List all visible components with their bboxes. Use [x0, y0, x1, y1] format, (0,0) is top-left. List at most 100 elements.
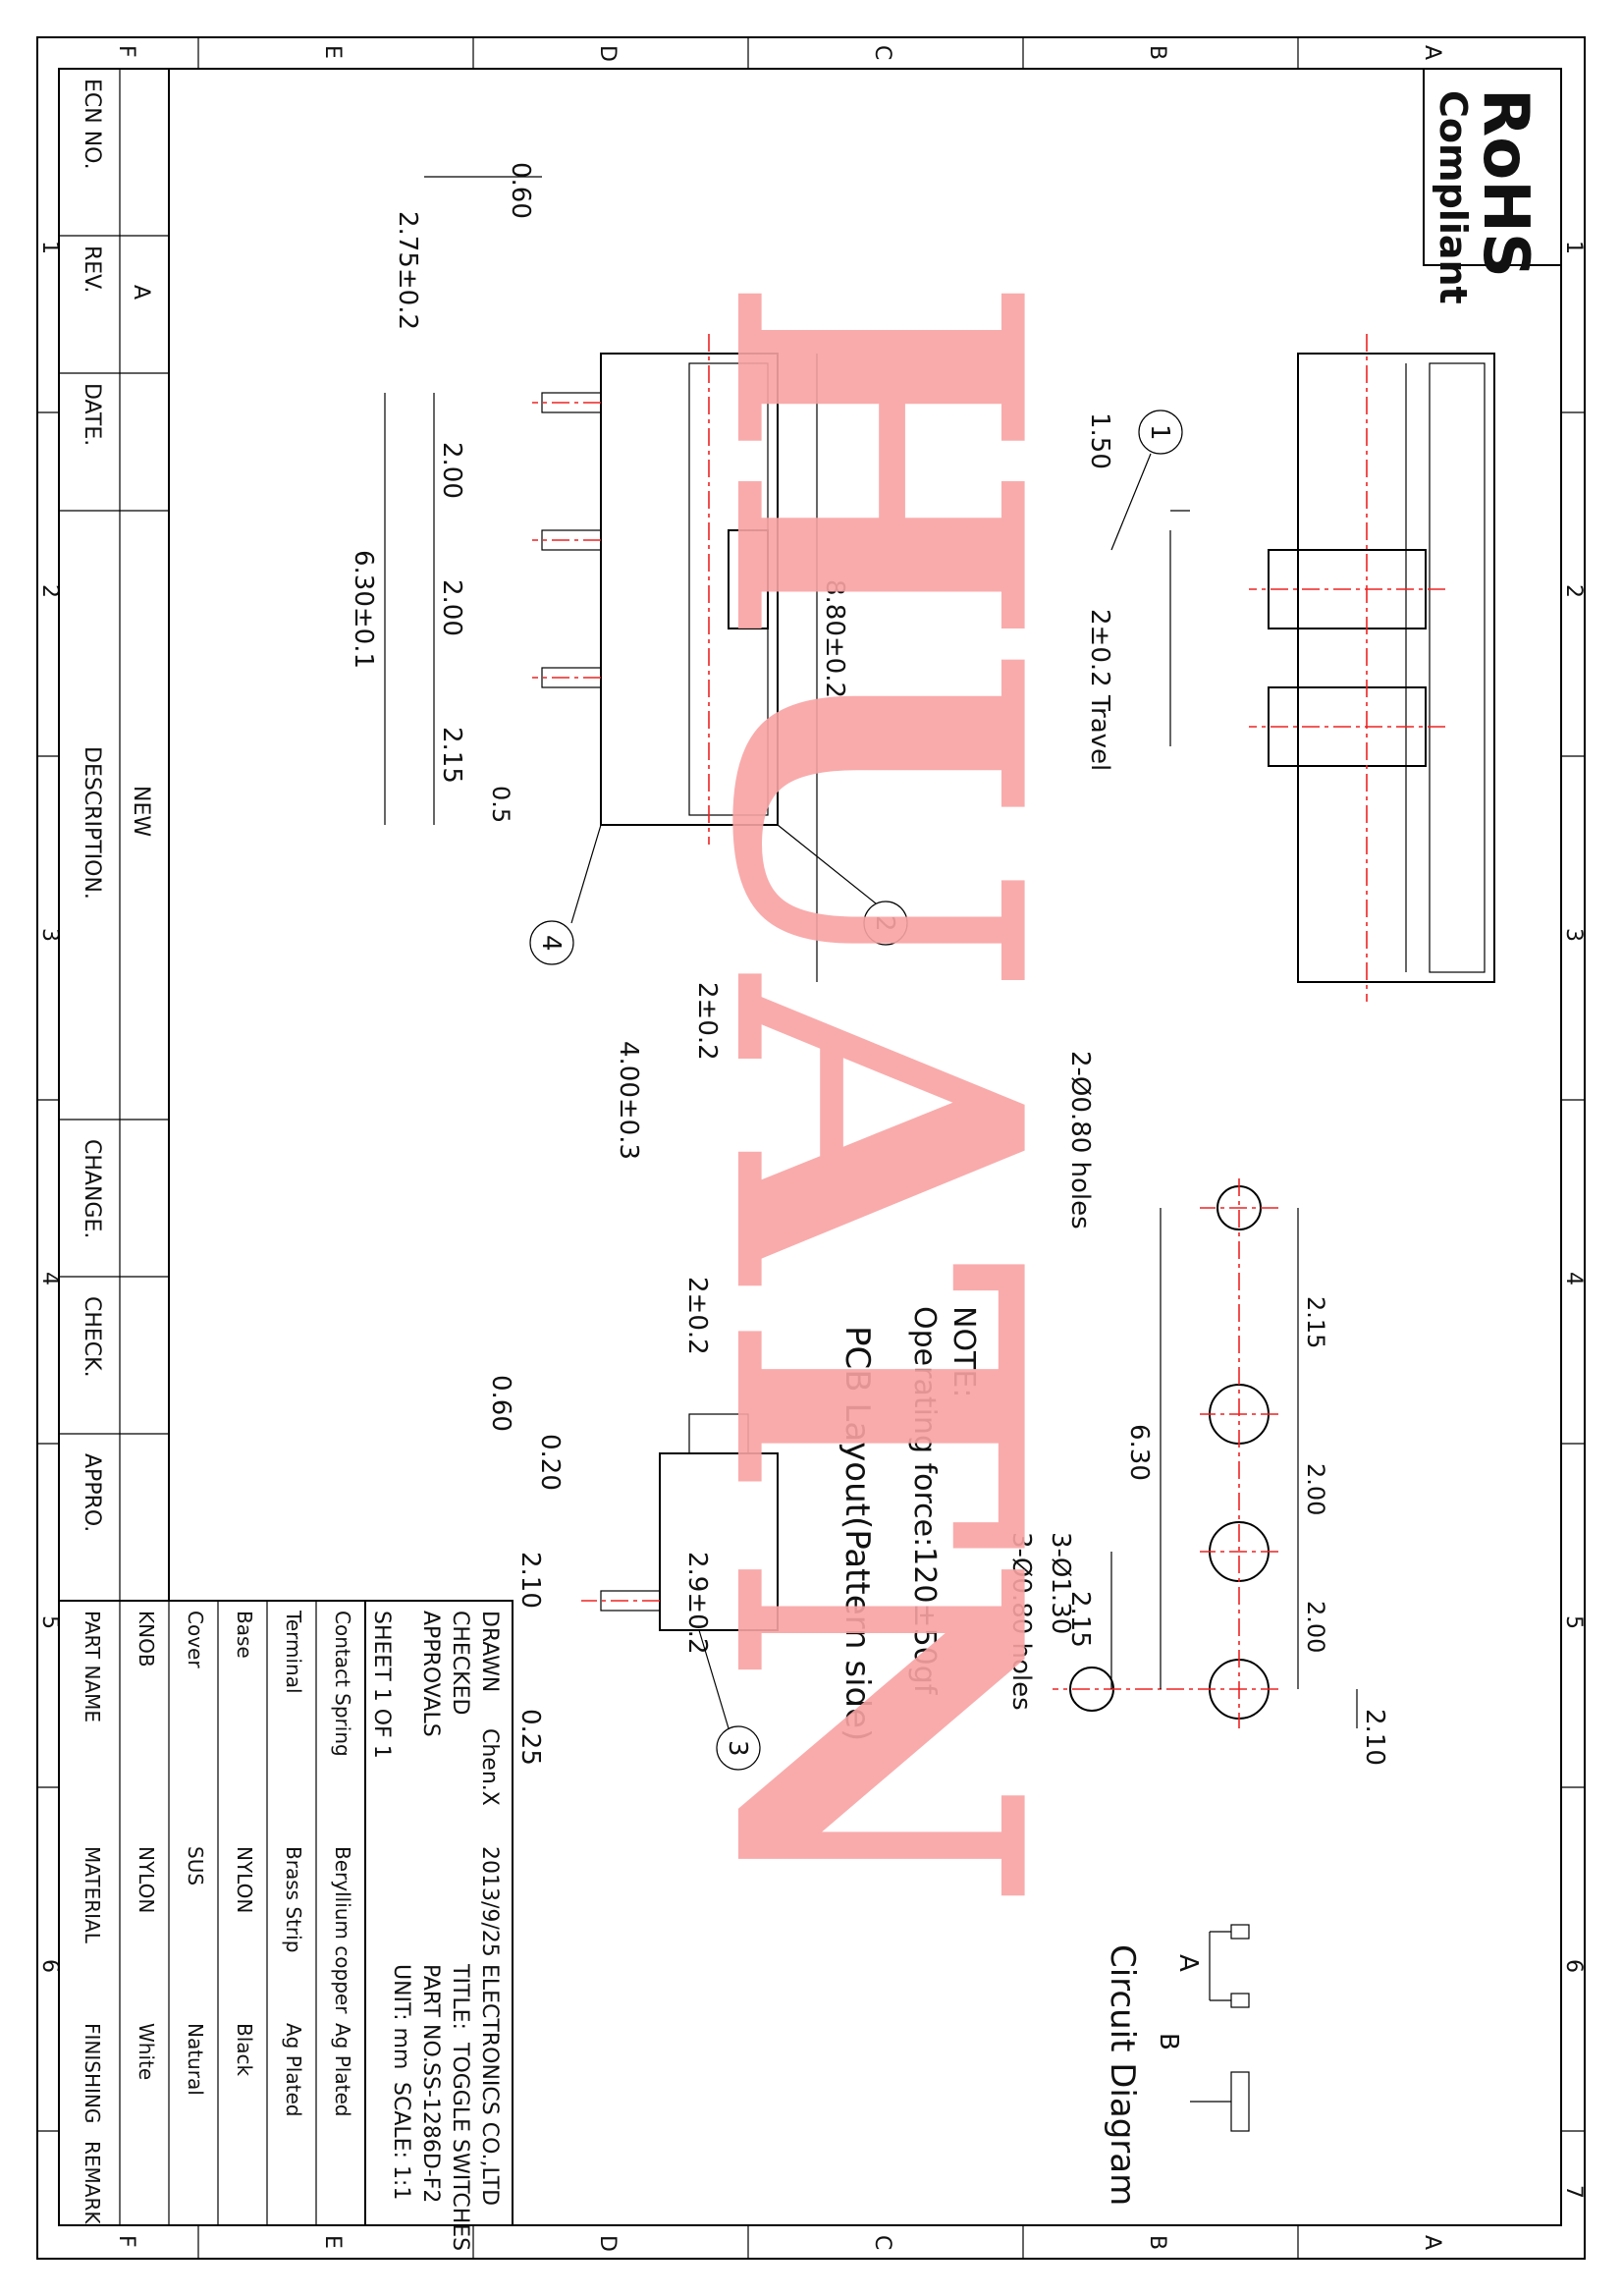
end-dim-width: 0.60 — [486, 1375, 515, 1432]
zone-labels: 1 2 3 4 5 6 7 1 2 3 4 5 6 A B C D E F A … — [37, 45, 1586, 2252]
bom-header-name: PART NAME — [81, 1611, 104, 1722]
zone-row-c: C — [870, 45, 894, 60]
front-callout-2: 2 — [870, 915, 899, 932]
zone-col-3-bottom: 3 — [37, 928, 62, 942]
title-drawn-by: Chen.X — [477, 1728, 502, 1806]
zone-col-1-bottom: 1 — [37, 241, 62, 254]
front-dim-top-width: 2.75±0.2 — [393, 211, 422, 330]
circuit-label-b: B — [1154, 2033, 1183, 2050]
pcb-dim-pitch3: 2.00 — [1302, 1601, 1329, 1653]
side-dim-height: 1.50 — [1085, 412, 1114, 469]
zone-row-e: E — [320, 45, 345, 59]
zone-col-3: 3 — [1561, 928, 1586, 942]
title-title-label: TITLE: — [448, 1963, 472, 2030]
bom-table: Contact Spring Beryllium copper Ag Plate… — [58, 1600, 366, 2226]
bom-row3-material: NYLON — [233, 1846, 256, 1913]
zone-row-b: B — [1145, 45, 1169, 60]
bom-row2-material: SUS — [184, 1846, 207, 1886]
rev-header-rev: REV. — [80, 246, 104, 293]
end-dim-thick: 0.20 — [535, 1434, 565, 1491]
pcb-dim-total: 6.30 — [1124, 1424, 1154, 1481]
zone-row-f: F — [114, 45, 138, 58]
end-dim-height: 2.9±0.2 — [682, 1552, 712, 1654]
pcb-holes-small: 2-Ø0.80 holes — [1065, 1051, 1095, 1230]
end-dim-knob: 2±0.2 — [682, 1277, 712, 1355]
rohs-subtitle: Compliant — [1432, 90, 1475, 304]
zone-row-a: A — [1420, 45, 1444, 60]
rev-value-description: NEW — [129, 786, 153, 837]
circuit-title: Circuit Diagram — [1103, 1944, 1142, 2206]
bom-row4-material: Brass Strip — [282, 1846, 305, 1952]
bom-row1-name: KNOB — [135, 1611, 158, 1667]
rev-header-description: DESCRIPTION. — [80, 746, 104, 900]
side-view: 1 1.50 2±0.2 Travel — [1085, 334, 1495, 1002]
zone-col-5-bottom: 5 — [37, 1615, 62, 1629]
bom-row3-name: Base — [233, 1611, 256, 1659]
title-part-label: PART NO. — [418, 1964, 443, 2063]
outer-border — [36, 36, 1586, 2260]
circuit-label-a: A — [1173, 1954, 1203, 1972]
zone-row-d: D — [595, 45, 620, 62]
pcb-holes-large: 3-Ø1.30 — [1046, 1532, 1075, 1634]
front-dim-pin-width: 0.60 — [506, 162, 535, 219]
zone-col-4: 4 — [1561, 1272, 1586, 1285]
bom-row2-name: Cover — [184, 1611, 207, 1668]
rev-value-rev: A — [129, 285, 153, 300]
title-checked-label: CHECKED — [448, 1611, 472, 1715]
rev-header-change: CHANGE. — [80, 1139, 104, 1238]
rev-header-check: CHECK. — [80, 1296, 104, 1378]
rohs-box — [1423, 68, 1562, 266]
pcb-dim-pitch1: 2.15 — [1302, 1296, 1329, 1348]
title-title-value: TOGGLE SWITCHES — [448, 2042, 472, 2251]
front-dim-depth: 4.00±0.3 — [614, 1041, 643, 1160]
side-dim-travel: 2±0.2 Travel — [1085, 609, 1114, 771]
pcb-layout-title: PCB Layout(Pattern side) — [838, 1326, 877, 1741]
title-drawn-date: 2013/9/25 — [477, 1846, 502, 1957]
pcb-dim-pitch2: 2.00 — [1302, 1463, 1329, 1515]
bom-row1-finish: White — [135, 2023, 158, 2080]
rev-header-date: DATE. — [80, 383, 104, 446]
pcb-dim-right: 2.15 — [1065, 1591, 1095, 1648]
front-dim-small: 0.5 — [487, 786, 514, 823]
front-dim-length: 8.80±0.2 — [820, 579, 849, 698]
front-view: 2.75±0.2 0.60 2.00 2.00 2.15 6.30±0.1 0.… — [349, 162, 908, 1160]
bom-row5-name: Contact Spring — [331, 1611, 354, 1757]
zone-col-6-bottom: 6 — [37, 1959, 62, 1973]
title-unit: UNIT: mm — [389, 1964, 413, 2069]
zone-col-1: 1 — [1561, 241, 1586, 254]
pcb-holes-extra: 3-Ø0.80 holes — [1006, 1532, 1036, 1711]
end-dim-pin: 2.10 — [515, 1552, 545, 1609]
bom-header-material: MATERIAL — [81, 1846, 104, 1944]
pcb-dim-offset: 2.10 — [1360, 1709, 1389, 1766]
bom-row3-finish: Black — [233, 2023, 256, 2077]
bom-row4-name: Terminal — [282, 1610, 305, 1694]
zone-row-d-right: D — [595, 2235, 620, 2252]
zone-col-2: 2 — [1561, 584, 1586, 598]
title-drawn-label: DRAWN — [477, 1611, 502, 1692]
title-company-name: ELECTRONICS CO.,LTD — [477, 1964, 502, 2206]
zone-col-5: 5 — [1561, 1615, 1586, 1629]
side-callout-1: 1 — [1145, 424, 1174, 441]
front-dim-pitch-a: 2.00 — [437, 442, 466, 499]
watermark-text: HUATN — [645, 275, 1107, 1911]
front-callout-4: 4 — [536, 935, 566, 952]
title-block: DRAWN Chen.X 2013/9/25 CHECKED APPROVALS… — [364, 1600, 514, 2251]
title-scale: SCALE: 1:1 — [389, 2082, 413, 2200]
end-callout-3: 3 — [723, 1740, 752, 1757]
revision-block: ECN NO. REV. DATE. DESCRIPTION. CHANGE. … — [58, 68, 170, 1602]
front-dim-pitch-b: 2.00 — [437, 579, 466, 636]
end-view: 0.60 0.20 2±0.2 2.9±0.2 2.10 0.25 3 — [486, 1277, 779, 1771]
title-approvals-label: APPROVALS — [418, 1611, 443, 1737]
front-dim-pitch-c: 2.15 — [437, 727, 466, 784]
note-title: NOTE: — [946, 1306, 981, 1397]
rev-header-appro: APPRO. — [80, 1453, 104, 1532]
zone-col-7: 7 — [1561, 2185, 1586, 2199]
bom-row4-finish: Ag Plated — [282, 2023, 305, 2116]
zone-row-b-right: B — [1145, 2235, 1169, 2250]
end-dim-small: 0.25 — [515, 1709, 545, 1766]
front-dim-knob: 2±0.2 — [692, 982, 722, 1061]
zone-markers — [37, 37, 1585, 2259]
front-dim-overall-pins: 6.30±0.1 — [349, 550, 378, 669]
